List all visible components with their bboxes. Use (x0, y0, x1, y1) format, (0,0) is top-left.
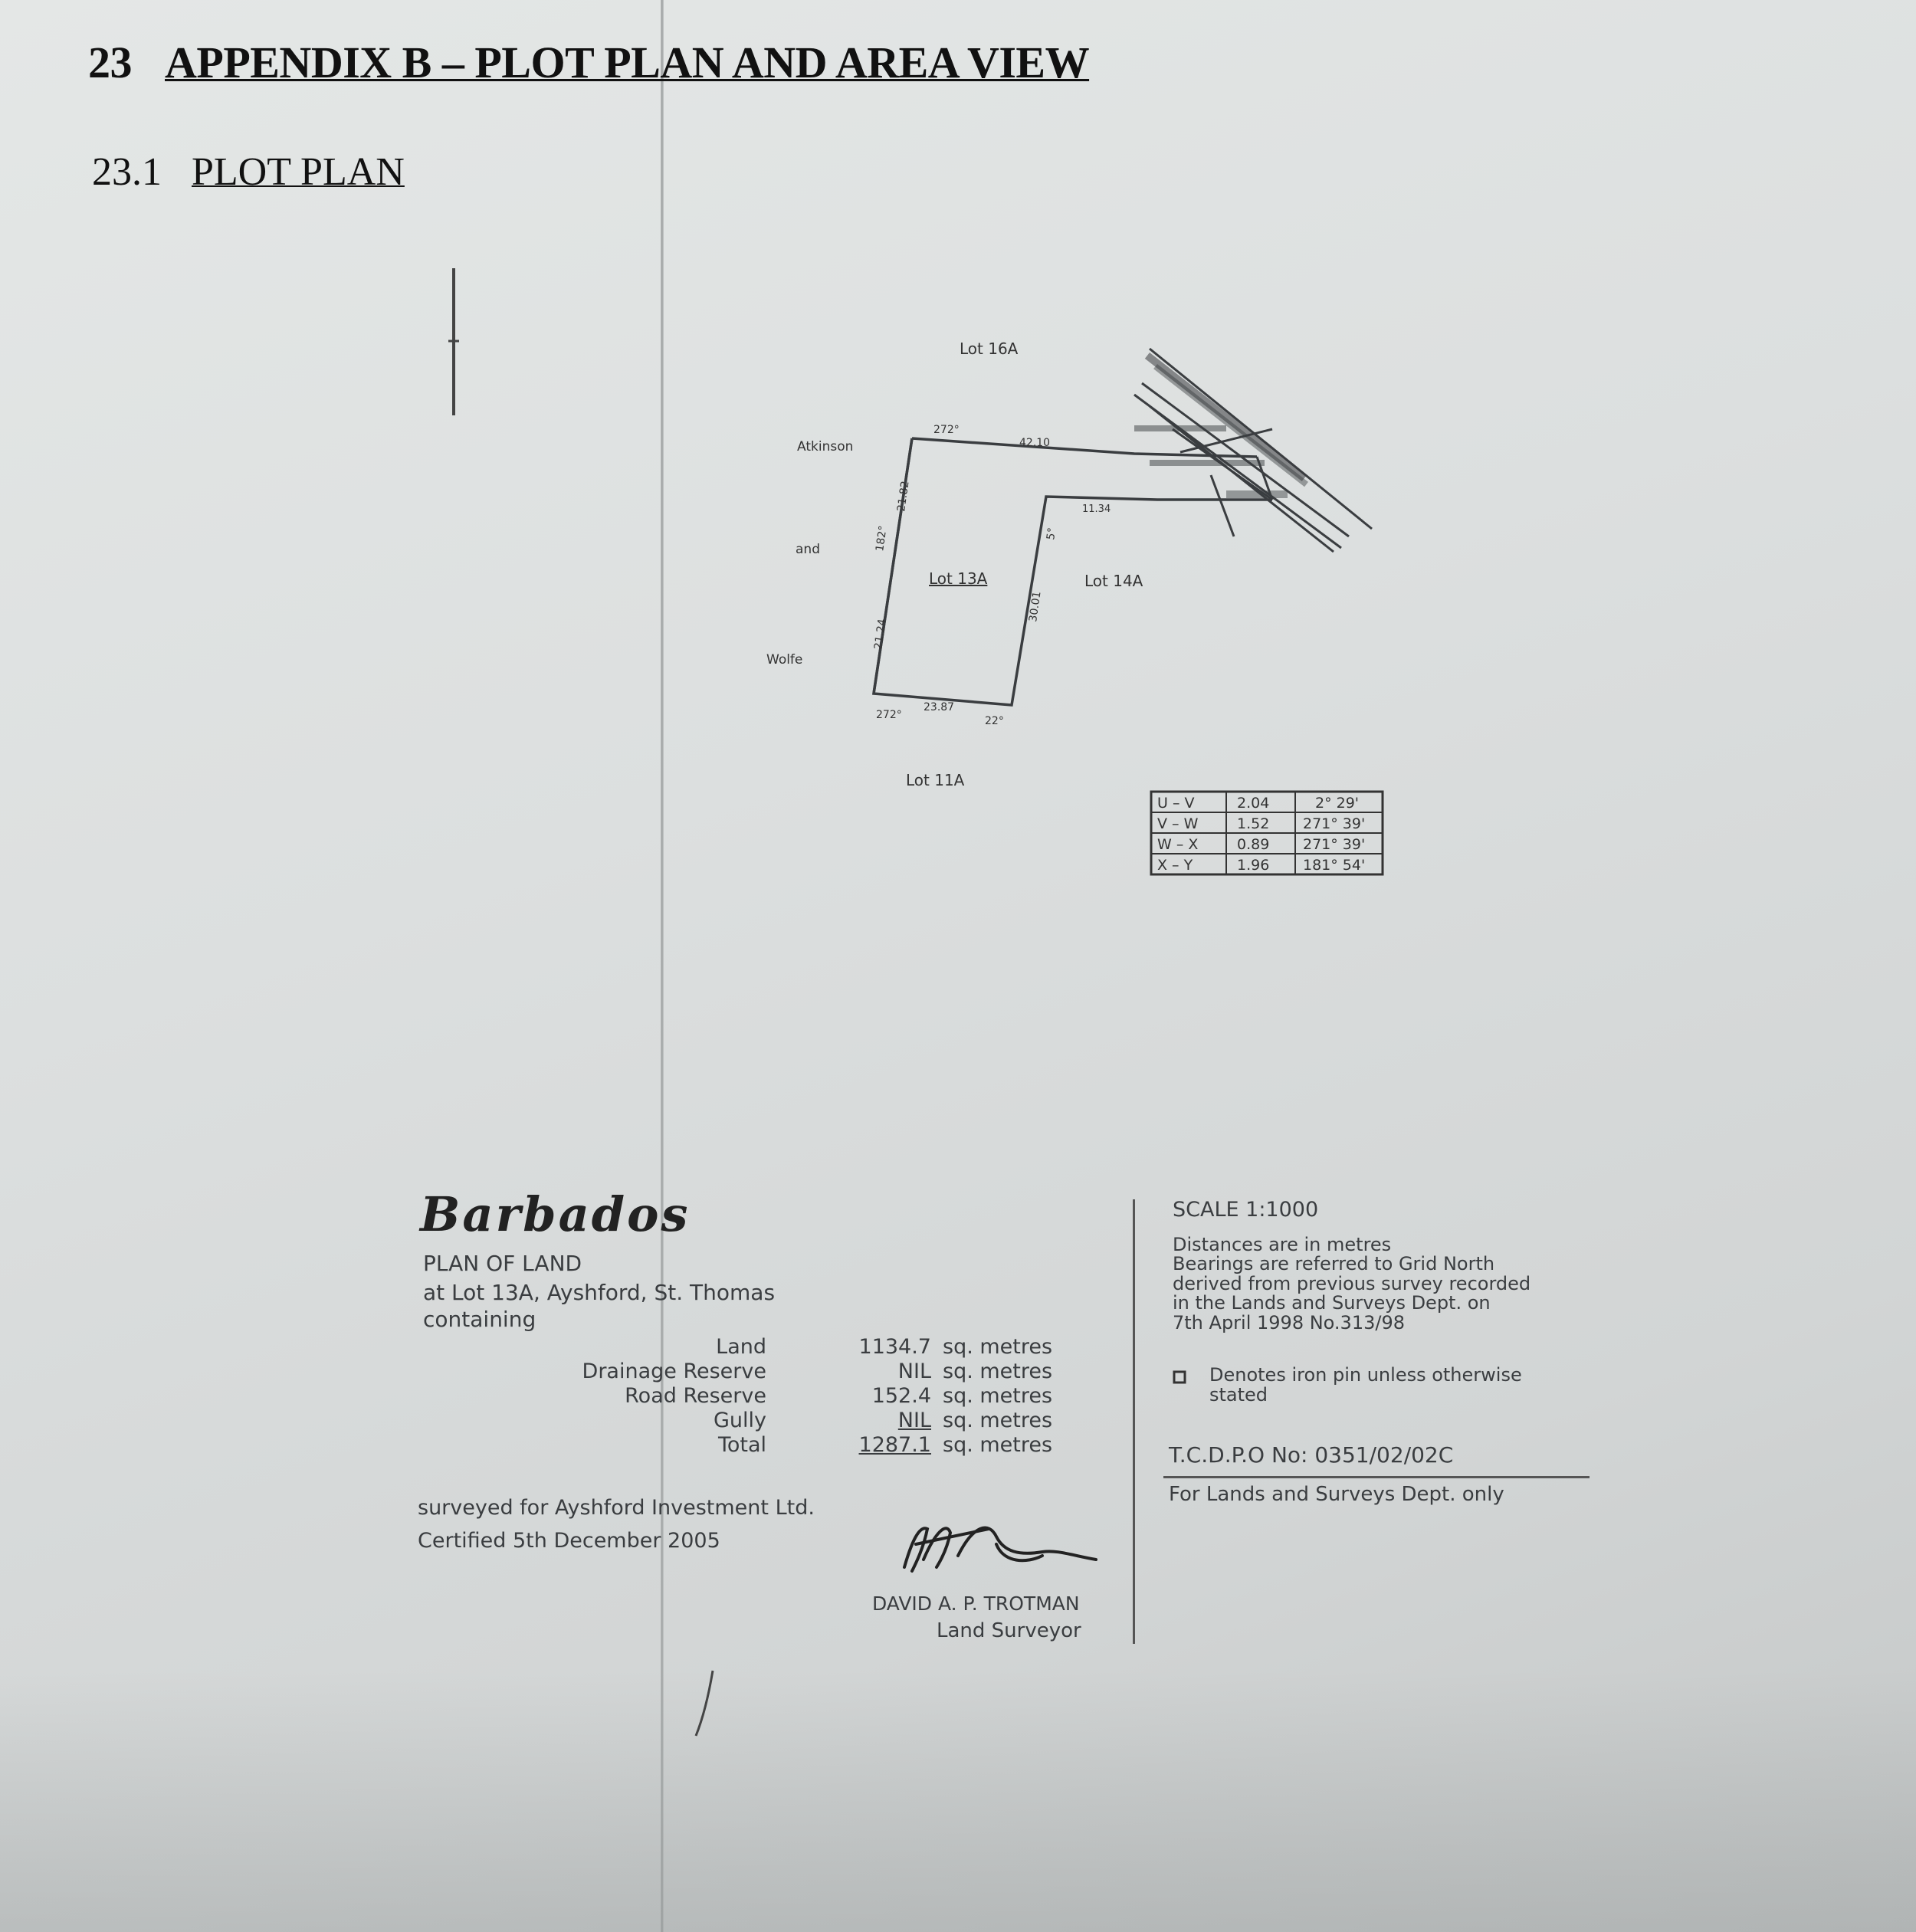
neighbor-label-2: and (796, 542, 820, 557)
area-unit: sq. metres (943, 1433, 1053, 1457)
area-label: Drainage Reserve (582, 1360, 766, 1383)
note-line: in the Lands and Surveys Dept. on (1173, 1292, 1491, 1314)
bearing-line-1: U – V (1157, 795, 1194, 812)
tcdpo-number: T.C.D.P.O No: 0351/02/02C (1169, 1442, 1454, 1468)
plan-of-land: PLAN OF LAND (423, 1251, 582, 1276)
surveyor-name: DAVID A. P. TROTMAN (872, 1593, 1080, 1615)
area-value: NIL (897, 1409, 931, 1432)
area-label: Road Reserve (625, 1384, 766, 1408)
bearing-line-4: X – Y (1157, 857, 1193, 874)
bearing-angle-3: 271° 39' (1303, 836, 1365, 853)
dim-left-lower: 21.24 (872, 618, 888, 651)
lot-north-label: Lot 16A (960, 339, 1019, 358)
legend-line: stated (1209, 1383, 1268, 1406)
road-reserve-hatching (1134, 352, 1309, 498)
note-line: derived from previous survey recorded (1173, 1272, 1531, 1294)
surveyor-signature (903, 1526, 1097, 1573)
legend-block: Denotes iron pin unless otherwise stated (1209, 1364, 1522, 1406)
area-value: 1134.7 (858, 1335, 931, 1359)
area-unit: sq. metres (943, 1335, 1053, 1359)
dim-top: 42.10 (1019, 437, 1050, 449)
area-value: NIL (897, 1360, 931, 1383)
lands-dept-note: For Lands and Surveys Dept. only (1169, 1483, 1504, 1506)
area-label: Total (717, 1433, 766, 1457)
bearing-line-3: W – X (1157, 836, 1198, 853)
neighbor-label-1: Atkinson (797, 439, 853, 454)
lot-east-label: Lot 14A (1084, 572, 1143, 590)
area-unit: sq. metres (943, 1384, 1053, 1408)
bearing-line-2: V – W (1157, 815, 1199, 832)
bearing-distance-4: 1.96 (1237, 857, 1269, 874)
containing-label: containing (423, 1307, 536, 1332)
bearing-angle-1: 2° 29' (1315, 795, 1359, 812)
dim-top-bearing: 272° (933, 424, 960, 436)
surveyed-for: surveyed for Ayshford Investment Ltd. (418, 1496, 815, 1520)
country-title: Barbados (420, 1186, 691, 1242)
bearing-distance-2: 1.52 (1237, 815, 1269, 832)
dim-bottom-corner: 22° (985, 715, 1004, 727)
page-fold (661, 0, 664, 1932)
bearing-distance-3: 0.89 (1237, 836, 1269, 853)
north-arrow-icon (448, 268, 459, 415)
iron-pin-icon (1173, 1370, 1186, 1384)
title-block-divider (1133, 1199, 1135, 1644)
subsection-number: 23.1 (92, 150, 162, 194)
note-line: Distances are in metres (1173, 1234, 1392, 1255)
bearing-angle-2: 271° 39' (1303, 815, 1365, 832)
section-title: APPENDIX B – PLOT PLAN AND AREA VIEW (165, 38, 1090, 87)
section-heading: 23 APPENDIX B – PLOT PLAN AND AREA VIEW (88, 37, 1090, 88)
note-line: 7th April 1998 No.313/98 (1173, 1311, 1405, 1333)
lot-center-label: Lot 13A (929, 569, 988, 588)
bearing-table: U – V 2.04 2° 29' V – W 1.52 271° 39' W … (1150, 790, 1384, 876)
surveyor-title: Land Surveyor (937, 1619, 1081, 1642)
subsection-heading: 23.1 PLOT PLAN (92, 149, 405, 195)
tcdpo-rule (1163, 1476, 1590, 1478)
dim-inner: 11.34 (1082, 504, 1111, 515)
dim-right-bearing: 5° (1045, 527, 1058, 541)
scale-label: SCALE 1:1000 (1173, 1198, 1319, 1222)
dim-left-bearing: 182° (874, 525, 890, 553)
note-line: Bearings are referred to Grid North (1173, 1253, 1495, 1275)
dim-bottom-bearing: 272° (876, 709, 902, 721)
notes-block: Distances are in metres Bearings are ref… (1173, 1235, 1531, 1333)
section-number: 23 (88, 38, 133, 87)
area-unit: sq. metres (943, 1360, 1053, 1383)
area-label: Gully (713, 1409, 766, 1432)
pen-mark (694, 1670, 714, 1737)
plan-location: at Lot 13A, Ayshford, St. Thomas (423, 1280, 776, 1305)
legend-line: Denotes iron pin unless otherwise (1209, 1364, 1522, 1386)
lot-south-label: Lot 11A (906, 771, 965, 789)
area-label: Land (716, 1335, 766, 1359)
dim-left-upper: 21.82 (895, 481, 911, 513)
area-value: 152.4 (871, 1384, 931, 1408)
page-shadow (0, 1671, 1916, 1932)
neighbor-label-3: Wolfe (766, 652, 802, 668)
dim-right: 30.01 (1027, 591, 1043, 623)
subsection-title: PLOT PLAN (192, 150, 405, 194)
bearing-distance-1: 2.04 (1237, 795, 1269, 812)
dim-bottom: 23.87 (924, 701, 954, 713)
certified-date: Certified 5th December 2005 (418, 1529, 720, 1553)
bearing-angle-4: 181° 54' (1303, 857, 1365, 874)
area-unit: sq. metres (943, 1409, 1053, 1432)
area-value: 1287.1 (858, 1433, 931, 1457)
